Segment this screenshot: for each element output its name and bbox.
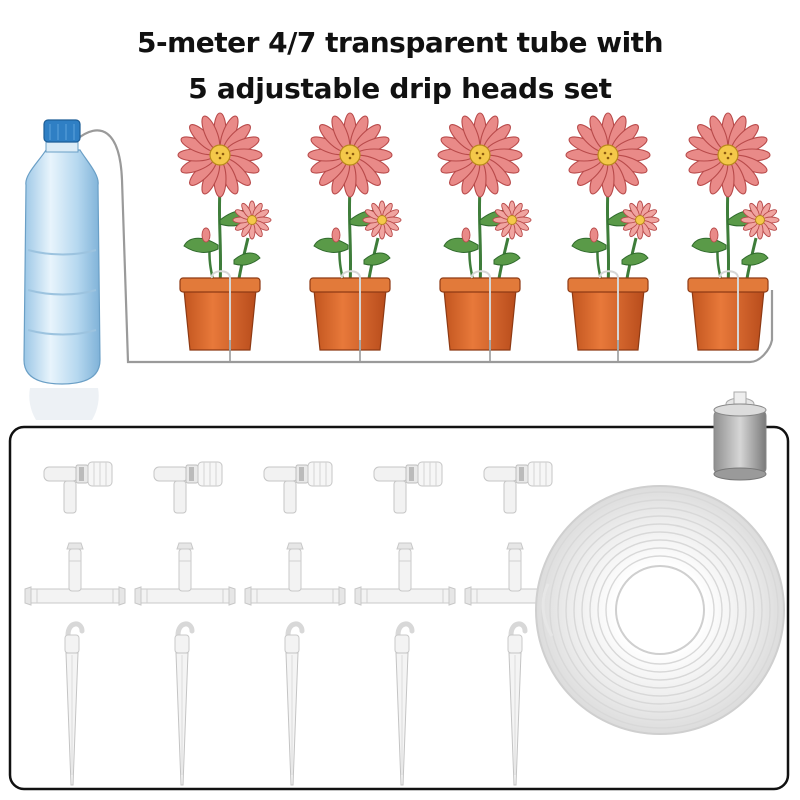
tee-connector-3 xyxy=(244,542,346,606)
flower-pot-4 xyxy=(564,111,661,352)
tee-connector-1 xyxy=(24,542,126,606)
water-tube xyxy=(75,129,774,364)
flower-pot-3 xyxy=(436,111,533,352)
flower-pot-2 xyxy=(306,111,403,352)
drip-stake-1 xyxy=(65,624,82,785)
water-bottle xyxy=(23,119,101,420)
valve-connector-1 xyxy=(43,461,113,514)
mesh-filter xyxy=(713,391,767,481)
drip-stake-2 xyxy=(175,624,192,785)
valve-connector-4 xyxy=(373,461,443,514)
tube-coil xyxy=(535,485,785,735)
flower-pot-1 xyxy=(176,111,273,352)
valve-connector-2 xyxy=(153,461,223,514)
valve-connector-3 xyxy=(263,461,333,514)
title-line-1: 5-meter 4/7 transparent tube with xyxy=(136,26,664,59)
tee-connector-4 xyxy=(354,542,456,606)
kit-contents-frame xyxy=(8,425,790,791)
cap-icon xyxy=(43,119,81,143)
valve-connector-5 xyxy=(483,461,553,514)
drip-stake-5 xyxy=(508,624,525,785)
flower-pot-5 xyxy=(684,111,781,352)
drip-stake-3 xyxy=(285,624,302,785)
title-line-2: 5 adjustable drip heads set xyxy=(188,72,612,105)
tee-connector-2 xyxy=(134,542,236,606)
drip-stake-4 xyxy=(395,624,412,785)
